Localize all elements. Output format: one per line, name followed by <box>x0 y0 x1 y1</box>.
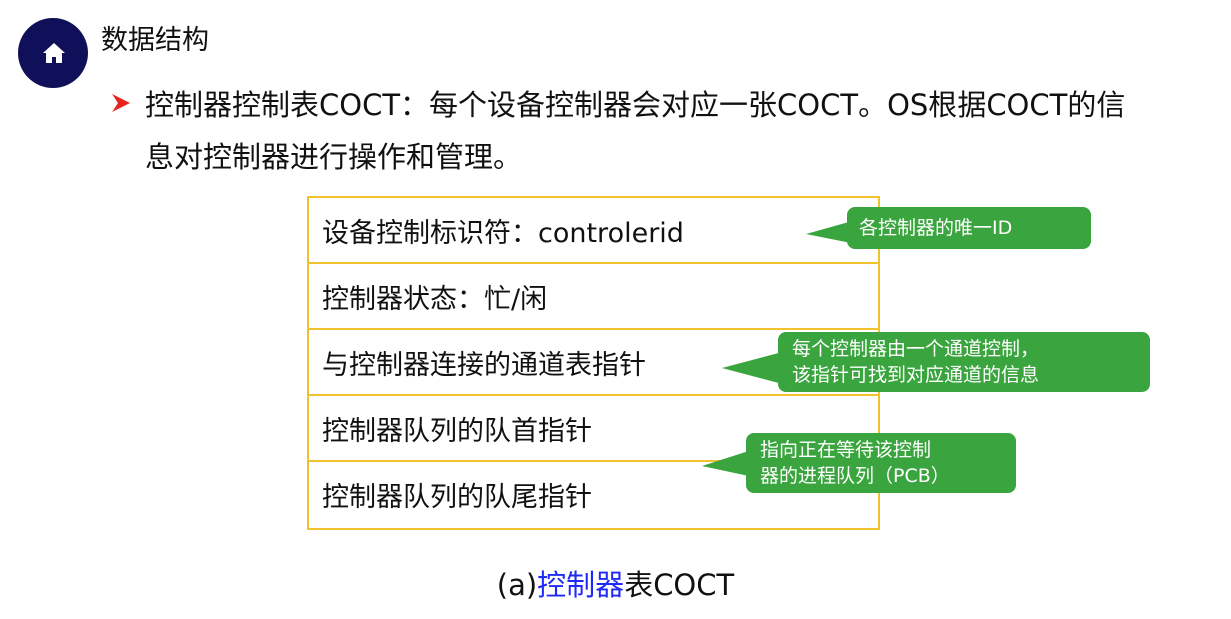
callout-channel-pointer: 每个控制器由一个通道控制， 该指针可找到对应通道的信息 <box>778 332 1150 392</box>
table-row: 控制器状态：忙/闲 <box>309 264 878 330</box>
callout-line: 每个控制器由一个通道控制， <box>792 338 1040 360</box>
table-row: 与控制器连接的通道表指针 <box>309 330 878 396</box>
bullet-text: 控制器控制表COCT：每个设备控制器会对应一张COCT。OS根据COCT的信息对… <box>145 88 1126 174</box>
coct-table: 设备控制标识符：controlerid 控制器状态：忙/闲 与控制器连接的通道表… <box>307 196 880 530</box>
table-row: 控制器队列的队首指针 <box>309 396 878 462</box>
callout-line: 该指针可找到对应通道的信息 <box>792 364 1040 386</box>
callout-line: 器的进程队列（PCB） <box>760 465 950 487</box>
callout-controller-id: 各控制器的唯一ID <box>847 207 1091 249</box>
home-icon <box>43 43 65 63</box>
table-row: 设备控制标识符：controlerid <box>309 198 878 264</box>
table-row: 控制器队列的队尾指针 <box>322 481 592 513</box>
callout-line: 指向正在等待该控制 <box>760 439 932 461</box>
callout-process-queue: 指向正在等待该控制 器的进程队列（PCB） <box>746 433 1016 493</box>
section-title: 数据结构 <box>101 25 209 56</box>
callout-line: 各控制器的唯一ID <box>859 217 1013 239</box>
caption-highlight: 控制器 <box>537 568 625 602</box>
arrow-bullet-icon <box>112 94 130 112</box>
caption-suffix: 表COCT <box>624 568 735 602</box>
caption-prefix: (a) <box>496 568 538 602</box>
figure-caption: (a)控制器表COCT <box>0 565 1231 605</box>
home-badge[interactable] <box>18 18 88 88</box>
